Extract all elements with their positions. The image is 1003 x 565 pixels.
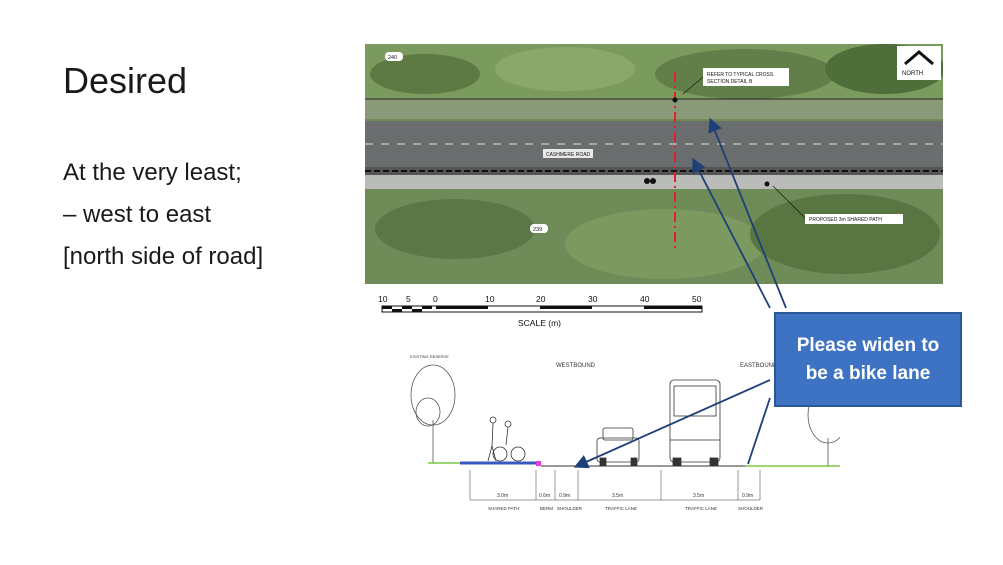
svg-text:10: 10 [378, 294, 388, 304]
svg-text:50: 50 [692, 294, 702, 304]
svg-text:3.0m: 3.0m [497, 493, 508, 499]
svg-text:WESTBOUND: WESTBOUND [556, 363, 596, 369]
chainage-marker: 240 [388, 55, 397, 61]
bullet-list: At the very least; – west to east [north… [63, 152, 263, 278]
svg-text:3.5m: 3.5m [693, 493, 704, 499]
north-arrow-icon: NORTH [897, 46, 941, 80]
path-note: PROPOSED 3m SHARED PATH [809, 217, 882, 223]
svg-text:SHOULDER: SHOULDER [738, 506, 764, 511]
svg-text:NORTH: NORTH [902, 71, 923, 77]
tree-icon [410, 364, 456, 463]
svg-text:0.9m: 0.9m [559, 493, 570, 499]
road-label: CASHMERE ROAD [546, 152, 591, 158]
bullet-item: [north side of road] [63, 243, 264, 270]
bullet-item: At the very least; [63, 159, 242, 186]
bullet-item: – west to east [63, 201, 212, 228]
chainage-marker: 239 [533, 227, 542, 233]
svg-text:40: 40 [640, 294, 650, 304]
section-note: SECTION DETAIL B [707, 79, 753, 85]
svg-text:20: 20 [536, 294, 546, 304]
svg-text:0.9m: 0.9m [742, 493, 753, 499]
pedestrian-cyclist-icon [487, 416, 526, 462]
aerial-plan-image: REFER TO TYPICAL CROSS SECTION DETAIL B … [365, 44, 943, 284]
callout-text: be a bike lane [805, 362, 931, 384]
car-icon [596, 427, 640, 467]
svg-text:3.5m: 3.5m [612, 493, 623, 499]
svg-text:TRAFFIC LANE: TRAFFIC LANE [605, 506, 637, 511]
bike-lane-callout: Please widen to be a bike lane [774, 312, 962, 407]
svg-text:5: 5 [406, 294, 411, 304]
scale-bar: 10 5 0 10 20 30 40 50 SCALE (m) [378, 292, 708, 332]
section-note: REFER TO TYPICAL CROSS [707, 72, 774, 78]
svg-text:SHOULDER: SHOULDER [557, 506, 583, 511]
bus-icon [669, 379, 721, 467]
slide-title: Desired [63, 60, 188, 101]
svg-text:EXISTING RESERVE: EXISTING RESERVE [410, 354, 449, 359]
cyclist-icon [644, 178, 656, 184]
svg-text:10: 10 [485, 294, 495, 304]
svg-text:0: 0 [433, 294, 438, 304]
svg-text:TRAFFIC LANE: TRAFFIC LANE [685, 506, 717, 511]
scale-label: SCALE (m) [518, 318, 561, 328]
svg-text:SHARED PATH: SHARED PATH [488, 506, 519, 511]
svg-text:EASTBOUND: EASTBOUND [740, 363, 778, 369]
callout-text: Please widen to [796, 334, 940, 356]
svg-text:30: 30 [588, 294, 598, 304]
svg-text:0.6m: 0.6m [539, 493, 550, 499]
svg-text:BERM: BERM [540, 506, 553, 511]
